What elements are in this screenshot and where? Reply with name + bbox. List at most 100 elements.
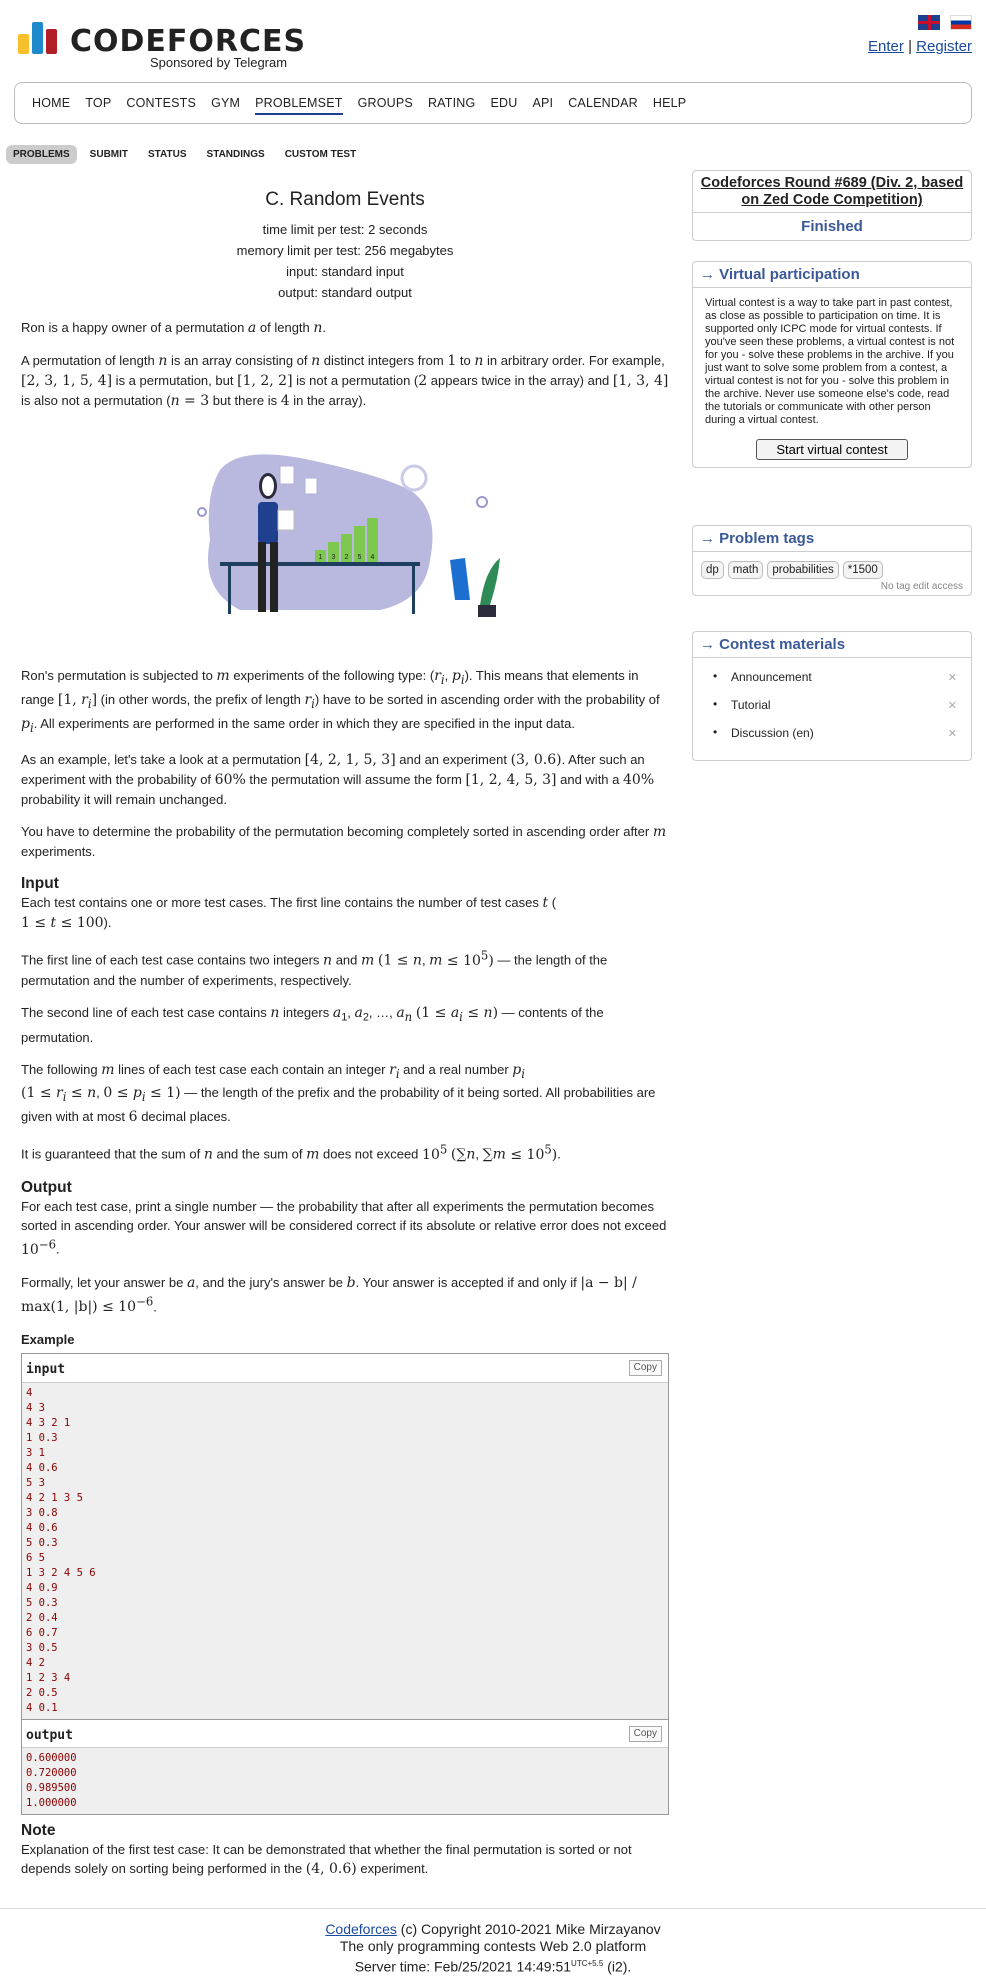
virtual-participation-box: → Virtual participation Virtual contest … [692, 261, 972, 468]
material-link[interactable]: Announcement [731, 670, 812, 684]
nav-item-api[interactable]: API [532, 96, 554, 110]
example-title: Example [21, 1332, 75, 1348]
virtual-participation-title: → Virtual participation [693, 262, 971, 288]
codeforces-logo-icon[interactable] [18, 22, 60, 54]
input-section-title: Input [21, 875, 59, 893]
auth-links: Enter | Register [868, 38, 972, 55]
subnav-item-problems[interactable]: PROBLEMS [6, 145, 77, 164]
material-item[interactable]: Tutorial ✕ [713, 697, 957, 712]
illustration-bar-label: 3 [332, 554, 336, 561]
time-limit: time limit per test: 2 seconds [262, 222, 428, 237]
input-file: input: standard input [286, 264, 404, 279]
close-icon[interactable]: ✕ [947, 672, 957, 684]
output-section-title: Output [21, 1178, 72, 1196]
server-tz: UTC+5.5 [571, 1959, 604, 1968]
nav-item-help[interactable]: HELP [652, 96, 687, 110]
illustration-bar [315, 550, 326, 562]
nav-item-calendar[interactable]: CALENDAR [568, 96, 638, 110]
uk-flag-icon[interactable] [918, 15, 940, 30]
sample-output[interactable]: 0.600000 0.720000 0.989500 1.000000 [26, 1752, 77, 1810]
contest-info-box: Codeforces Round #689 (Div. 2, based on … [692, 170, 972, 241]
logo-text[interactable]: CODEFORCES [70, 24, 307, 59]
note-section-title: Note [21, 1822, 56, 1840]
material-item[interactable]: Discussion (en) ✕ [713, 725, 957, 740]
close-icon[interactable]: ✕ [947, 728, 957, 740]
note-paragraph: Explanation of the first test case: It c… [21, 1842, 632, 1878]
sample-input-label: input [26, 1362, 66, 1378]
output-paragraph: For each test case, print a single numbe… [21, 1198, 667, 1258]
input-paragraph: It is guaranteed that the sum of n and t… [21, 1142, 561, 1163]
virtual-participation-text: Virtual contest is a way to take part in… [705, 297, 955, 426]
contest-materials-box: → Contest materials Announcement✕Tutoria… [692, 631, 972, 761]
register-link[interactable]: Register [916, 38, 972, 55]
problem-tag[interactable]: *1500 [842, 561, 883, 579]
problem-tag[interactable]: probabilities [767, 561, 839, 579]
nav-item-problemset[interactable]: PROBLEMSET [255, 96, 343, 115]
footer-codeforces-link[interactable]: Codeforces [325, 1921, 397, 1937]
input-paragraph: Each test contains one or more test case… [21, 895, 557, 932]
nav-item-top[interactable]: TOP [85, 96, 112, 110]
illustration-bar [341, 534, 352, 562]
main-nav: HOME TOP CONTESTS GYM PROBLEMSET GROUPS RATING… [14, 82, 972, 124]
logo-sponsor: Sponsored by Telegram [150, 55, 288, 70]
close-icon[interactable]: ✕ [947, 700, 957, 712]
sample-input-header: input Copy [22, 1354, 668, 1384]
problem-title: C. Random Events [265, 189, 425, 210]
input-paragraph: The following m lines of each test case … [21, 1061, 656, 1126]
legend-paragraph: You have to determine the probability of… [21, 824, 667, 860]
illustration-bar [354, 526, 365, 562]
illustration-bar-label: 1 [319, 554, 323, 561]
illustration-bar [328, 542, 339, 562]
sample-output-label: output [26, 1728, 73, 1744]
output-file: output: standard output [278, 285, 412, 300]
input-paragraph: The first line of each test case contain… [21, 948, 608, 989]
nav-item-home[interactable]: HOME [32, 96, 71, 110]
nav-item-gym[interactable]: GYM [211, 96, 241, 110]
problemset-subnav: PROBLEMS SUBMIT STATUS STANDINGS CUSTOM TEST [6, 145, 369, 164]
enter-link[interactable]: Enter [868, 38, 904, 55]
contest-name-link[interactable]: Codeforces Round #689 (Div. 2, based on … [693, 171, 971, 213]
input-paragraph: The second line of each test case contai… [21, 1005, 604, 1045]
tags-note: No tag edit access [880, 581, 963, 592]
problem-tag[interactable]: dp [701, 561, 724, 579]
nav-item-edu[interactable]: EDU [490, 96, 518, 110]
subnav-item-standings[interactable]: STANDINGS [206, 149, 265, 160]
server-time: Server time: Feb/25/2021 14:49:51 [354, 1958, 572, 1975]
contest-state: Finished [801, 218, 863, 235]
problem-statement: C. Random Events time limit per test: 2 … [21, 185, 669, 1892]
language-flags [918, 15, 972, 31]
zebra-illustration: 1 3 2 5 4 [197, 454, 500, 617]
illustration-bar [367, 518, 378, 562]
auth-separator: | [908, 38, 912, 55]
footer-tagline: The only programming contests Web 2.0 pl… [339, 1938, 647, 1954]
subnav-item-submit[interactable]: SUBMIT [89, 149, 129, 160]
copy-output-button[interactable]: Copy [628, 1726, 662, 1743]
output-paragraph: Formally, let your answer be a, and the … [21, 1274, 637, 1316]
nav-item-groups[interactable]: GROUPS [357, 96, 413, 110]
material-item[interactable]: Announcement ✕ [713, 669, 957, 684]
material-link[interactable]: Tutorial [731, 698, 771, 712]
subnav-item-status[interactable]: STATUS [148, 149, 187, 160]
sample-test: input Copy 4 4 3 4 3 2 1 1 0.3 3 1 4 0.6… [21, 1353, 669, 1816]
illustration-bar-label: 2 [345, 554, 349, 561]
problem-tag[interactable]: math [727, 561, 764, 579]
ru-flag-icon[interactable] [950, 15, 972, 30]
problem-tags-title: → Problem tags [693, 526, 971, 552]
illustration-bar-label: 5 [358, 554, 362, 561]
footer-divider [0, 1908, 986, 1909]
nav-item-contests[interactable]: CONTESTS [126, 96, 197, 110]
footer: Codeforces (c) Copyright 2010-2021 Mike … [0, 1921, 986, 1976]
subnav-item-custom-test[interactable]: CUSTOM TEST [284, 149, 357, 160]
legend-paragraph: Ron's permutation is subjected to m expe… [21, 668, 660, 735]
legend-paragraph: As an example, let's take a look at a pe… [21, 752, 655, 808]
illustration-bar-label: 4 [371, 554, 375, 561]
start-virtual-contest-button[interactable]: Start virtual contest [756, 439, 908, 460]
footer-copyright: (c) Copyright 2010-2021 Mike Mirzayanov [400, 1921, 661, 1937]
contest-materials-title: → Contest materials [693, 632, 971, 658]
legend-paragraph: Ron is a happy owner of a permutation a … [21, 320, 327, 336]
copy-input-button[interactable]: Copy [628, 1360, 662, 1377]
material-link[interactable]: Discussion (en) [731, 726, 814, 740]
sample-input[interactable]: 4 4 3 4 3 2 1 1 0.3 3 1 4 0.6 5 3 4 2 1 … [26, 1387, 96, 1715]
nav-item-rating[interactable]: RATING [427, 96, 476, 110]
